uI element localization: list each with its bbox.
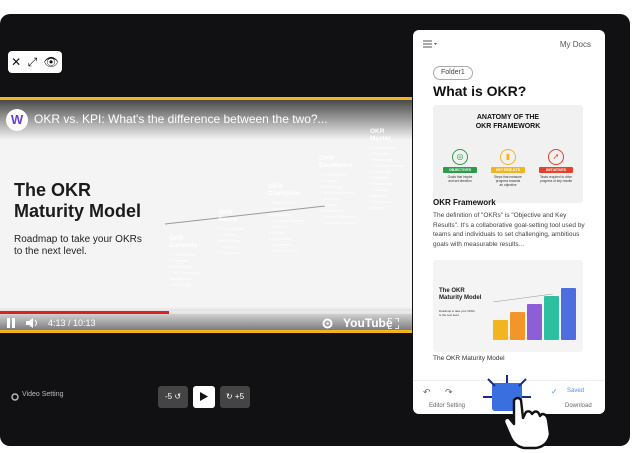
time-display: 4:13 / 10:13	[48, 318, 96, 328]
thumb-title: The OKR Maturity Model	[439, 288, 482, 301]
eye-icon[interactable]: 👁	[43, 55, 59, 69]
thumb-bar	[527, 304, 542, 340]
video-controls: 4:13 / 10:13 YouTube	[0, 307, 412, 330]
docs-panel: My Docs Folder1 What is OKR? ANATOMY OF …	[413, 30, 605, 414]
play-icon	[200, 392, 208, 401]
thumb-trend-line	[493, 294, 553, 302]
check-icon: ✓	[551, 387, 558, 396]
target-icon: ◎	[452, 149, 468, 165]
channel-logo[interactable]: W	[6, 109, 28, 131]
rocket-icon: ➚	[548, 149, 564, 165]
video-setting-button[interactable]: Video Setting	[22, 391, 64, 398]
stage-curiosity: OKR Curiosity ✓ Zero Method ✓ Process Met…	[165, 232, 210, 308]
stage-items: ✓ Goal Method ✓ Process Methodology ✓ Me…	[218, 226, 246, 255]
fullscreen-icon[interactable]	[388, 318, 399, 329]
stage-items: ✓ Goal Method ✓ Process Methodology ✓ Bu…	[370, 145, 406, 210]
slide-subtitle: Roadmap to take your OKRs to the next le…	[14, 234, 142, 257]
my-docs-label[interactable]: My Docs	[559, 40, 591, 49]
progress-bar[interactable]	[0, 311, 412, 314]
thumb-caption: The OKR Maturity Model	[433, 355, 505, 362]
settings-gear-icon[interactable]	[11, 393, 19, 401]
video-title-bar: W OKR vs. KPI: What's the difference bet…	[0, 100, 412, 140]
volume-icon[interactable]	[26, 318, 38, 328]
trend-line	[165, 205, 325, 225]
anatomy-title: ANATOMY OF THE OKR FRAMEWORK	[475, 114, 541, 130]
forward-5-button[interactable]: ↻ +5	[220, 386, 250, 408]
objectives-tag: OBJECTIVES	[443, 167, 477, 173]
key-results-column: ▮ KEY RESULTS Steps that measure progres…	[491, 149, 525, 187]
stage-name: OKR Champion	[268, 183, 300, 197]
rewind-5-button[interactable]: -5 ↺	[158, 386, 188, 408]
close-icon[interactable]: ✕	[11, 55, 22, 69]
stage-master: OKR Master ✓ Goal Method ✓ Process Method…	[366, 125, 410, 308]
player-top-controls: ✕ ⤢ 👁	[8, 51, 62, 73]
initiatives-tag: INITIATIVES	[539, 167, 573, 173]
thumb-bar	[561, 288, 576, 340]
initiatives-desc: Tasks required to drive progress of key …	[539, 175, 573, 183]
editor-setting-button[interactable]: Editor Setting	[429, 403, 466, 409]
thumb-bar	[544, 296, 559, 340]
objectives-column: ◎ OBJECTIVES Goals that inspire and set …	[443, 149, 477, 183]
pause-icon[interactable]	[6, 318, 16, 328]
initiatives-column: ➚ INITIATIVES Tasks required to drive pr…	[539, 149, 573, 183]
list-menu-icon[interactable]	[423, 40, 437, 48]
youtube-logo[interactable]: YouTube	[343, 316, 393, 330]
thumb-subtitle: Roadmap to take your OKRs to the next le…	[439, 309, 475, 317]
stage-items: ✓ Goal Method ✓ Process Methodology ✓ Bu…	[268, 200, 304, 253]
stage-name: OKR Curiosity	[169, 235, 198, 249]
chart-icon: ▮	[500, 149, 516, 165]
forward-label: +5	[234, 392, 245, 401]
hand-cursor-icon	[502, 396, 552, 450]
play-button[interactable]	[193, 386, 215, 408]
stage-name: OKR Master	[370, 128, 391, 142]
stage-name: OKR Aware	[218, 209, 238, 223]
undo-icon[interactable]: ↶	[423, 387, 431, 397]
stage-name: OKR Excellence	[319, 155, 353, 169]
saved-status: Saved	[567, 388, 585, 394]
section-text: The definition of "OKRs" is "Objective a…	[433, 212, 585, 248]
thumb-bar	[510, 312, 525, 340]
thumb-bar	[493, 320, 508, 340]
stage-aware: OKR Aware ✓ Goal Method ✓ Process Methodo…	[214, 206, 260, 308]
section-title: OKR Framework	[433, 198, 496, 207]
download-button[interactable]: Download	[565, 403, 592, 409]
key-results-tag: KEY RESULTS	[491, 167, 525, 173]
doc-title: What is OKR?	[433, 83, 527, 99]
rewind-label: -5	[164, 392, 173, 401]
key-results-desc: Steps that measure progress towards an o…	[494, 175, 522, 187]
video-thumbnail[interactable]: The OKR Maturity Model Roadmap to take y…	[433, 260, 583, 352]
objectives-desc: Goals that inspire and set direction	[447, 175, 473, 183]
anatomy-image: ANATOMY OF THE OKR FRAMEWORK ◎ OBJECTIVE…	[433, 105, 583, 203]
slide-title: The OKR Maturity Model	[14, 180, 142, 221]
stage-excellence: OKR Excellence ✓ Goal Method ✓ Process Me…	[315, 152, 362, 308]
settings-gear-icon[interactable]	[322, 318, 333, 329]
stage-champion: OKR Champion ✓ Goal Method ✓ Process Meth…	[264, 180, 311, 308]
progress-fill	[0, 311, 169, 314]
stage-items: ✓ Goal Method ✓ Process Methodology ✓ Bu…	[319, 172, 357, 225]
panel-footer: ↶ ↷ ✓ Saved Editor Setting Download	[413, 380, 605, 414]
expand-icon[interactable]: ⤢	[27, 55, 38, 69]
folder-chip[interactable]: Folder1	[433, 66, 473, 80]
video-player[interactable]: W OKR vs. KPI: What's the difference bet…	[0, 97, 412, 333]
stage-items: ✓ Zero Method ✓ Process Methodology ✓ No…	[169, 252, 199, 287]
redo-icon[interactable]: ↷	[445, 387, 453, 397]
video-title[interactable]: OKR vs. KPI: What's the difference betwe…	[34, 112, 328, 126]
